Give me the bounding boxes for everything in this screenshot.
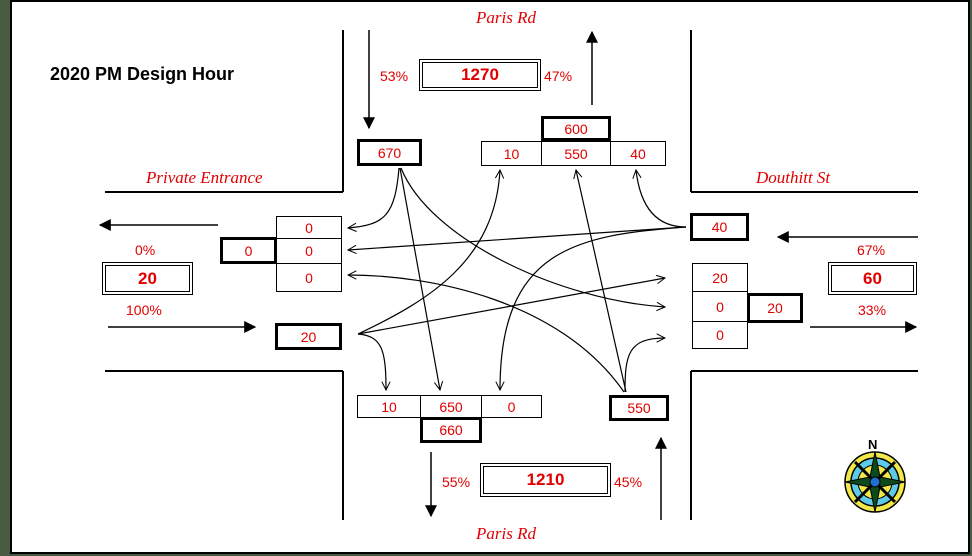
movement-wb-through [348,226,687,250]
leg-arrows [98,30,918,520]
south-departure-volume: 660 [420,417,482,443]
east-departure-volume: 20 [747,293,803,323]
street-label-north: Paris Rd [476,8,536,27]
west-approach-volume: 20 [275,323,342,350]
north-approach-volume: 670 [357,139,422,166]
south-pct-in: 45% [614,474,643,490]
west-pct-out: 0% [135,242,156,258]
south-departure-from-north: 650 [420,395,482,418]
street-label-south: Paris Rd [476,524,536,543]
compass-north-label: N [868,437,878,452]
road-edges [105,30,918,520]
north-departure-from-south: 550 [541,141,611,166]
movement-sb-right [348,167,400,228]
diagram-title: 2020 PM Design Hour [50,64,235,84]
east-approach-volume: 40 [690,213,749,241]
south-pct-out: 55% [442,474,471,490]
east-pct-in: 67% [857,242,886,258]
east-pct-out: 33% [858,302,887,318]
north-departure-from-west: 40 [610,141,666,166]
west-departure-volume: 0 [220,237,277,264]
west-total: 20 [102,262,193,295]
north-departure-volume: 600 [541,116,611,141]
movement-eb-right [357,333,386,390]
compass-rose-icon [844,451,906,513]
street-label-east: Douthitt St [756,168,831,187]
north-pct-out: 47% [544,68,573,84]
south-approach-volume: 550 [609,395,669,421]
west-departure-from-north: 0 [276,216,342,239]
east-total: 60 [828,262,917,295]
movement-wb-left [636,170,687,228]
movement-nb-through [576,170,627,393]
movement-nb-left [348,275,625,393]
west-departure-from-east: 0 [276,238,342,264]
north-total: 1270 [419,59,541,91]
east-departure-from-north: 0 [692,321,748,349]
south-departure-from-east: 0 [481,395,542,418]
movement-eb-through [357,278,665,335]
movement-eb-left [357,170,500,335]
street-label-west: Private Entrance [146,168,263,187]
west-departure-from-south: 0 [276,263,342,292]
west-pct-in: 100% [126,302,162,318]
movement-nb-right [624,338,665,393]
north-departure-from-east: 10 [481,141,542,166]
movement-sb-through [399,167,440,390]
south-total: 1210 [480,463,611,497]
movement-curves [348,167,687,393]
south-departure-from-west: 10 [357,395,421,418]
east-departure-from-west: 20 [692,263,748,292]
east-departure-from-south: 0 [692,291,748,322]
north-pct-in: 53% [380,68,409,84]
movement-wb-right [500,226,687,390]
movement-sb-left [400,167,665,307]
